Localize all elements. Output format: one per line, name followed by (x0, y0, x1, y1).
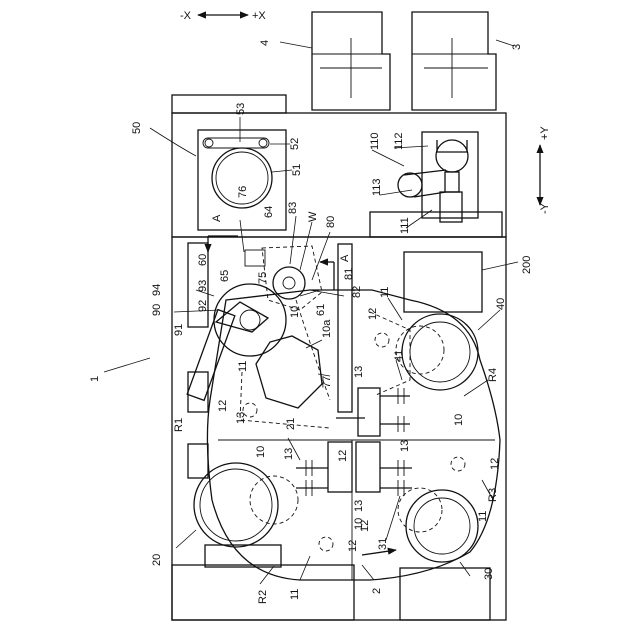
label-61: 61 (315, 304, 327, 316)
left-panel-r1a (188, 372, 208, 412)
label-12-bottom: 12 (347, 540, 359, 552)
label-13-left-upper: 13 (235, 412, 247, 424)
label-77: 77 (321, 376, 333, 388)
label-65: 65 (219, 270, 231, 282)
cassette-3 (412, 12, 496, 110)
dash-circle-2 (375, 333, 389, 347)
label-113: 113 (371, 178, 383, 196)
reference-labels: 1 4 3 50 53 52 51 76 64 83 W 80 110 112 … (89, 40, 533, 604)
label-92: 92 (197, 300, 209, 312)
label-75: 75 (257, 272, 269, 284)
label-83: 83 (287, 202, 299, 214)
robot-41 (358, 388, 410, 436)
axis-indicator-y: +Y -Y (539, 126, 551, 214)
label-R2: R2 (257, 590, 269, 604)
dash-circle-5 (250, 476, 298, 524)
axis-label-y-minus: -Y (539, 202, 551, 214)
label-10a: 10a (321, 319, 333, 338)
label-13-lower: 13 (353, 500, 365, 512)
transfer-chamber-outline (207, 290, 500, 580)
chamber-40 (402, 314, 478, 390)
label-110: 110 (369, 132, 381, 150)
label-12-left: 12 (217, 400, 229, 412)
label-41: 41 (393, 350, 405, 362)
dash-circle-7 (398, 488, 442, 532)
label-81: 81 (343, 268, 355, 280)
label-R3: R3 (487, 488, 499, 502)
label-50: 50 (131, 122, 143, 134)
dash-circle-4 (319, 537, 333, 551)
label-13-left: 13 (283, 448, 295, 460)
label-80: 80 (325, 216, 337, 228)
label-90: 90 (151, 304, 163, 316)
label-12-mid: 12 (337, 450, 349, 462)
chamber-30 (406, 490, 478, 562)
label-31: 31 (377, 538, 389, 550)
label-11-upper-right: 11 (379, 287, 391, 298)
label-10-upper: 10 (289, 306, 301, 318)
axis-label-y-plus: +Y (539, 126, 551, 140)
top-cover-block (172, 95, 286, 113)
label-10-left: 10 (255, 446, 267, 458)
transfer-mechanism (370, 132, 502, 237)
label-30: 30 (483, 568, 495, 580)
label-2: 2 (371, 588, 383, 594)
label-11-left: 11 (237, 361, 249, 372)
label-112: 112 (393, 132, 405, 150)
label-111: 111 (399, 217, 411, 234)
axis-indicator-x: -X +X (180, 10, 266, 22)
label-91: 91 (173, 324, 185, 336)
label-12-right: 12 (489, 458, 501, 470)
label-76: 76 (237, 186, 249, 198)
label-40: 40 (495, 298, 507, 310)
axis-label-x-minus: -X (180, 10, 192, 22)
section-mark-a-top: A (211, 214, 223, 222)
label-R1: R1 (173, 418, 185, 432)
label-R4: R4 (487, 368, 499, 382)
main-housing (172, 237, 506, 620)
label-53: 53 (235, 103, 247, 115)
label-64: 64 (263, 206, 275, 218)
label-11-bottom: 11 (289, 589, 301, 600)
label-W: W (307, 211, 319, 222)
wafer-hex-10a (256, 336, 322, 408)
base-20 (205, 545, 281, 567)
label-13-mid: 13 (399, 440, 411, 452)
label-93: 93 (197, 280, 209, 292)
label-3: 3 (511, 44, 523, 50)
label-94: 94 (151, 284, 163, 296)
chamber-20 (194, 463, 278, 547)
label-51: 51 (291, 164, 303, 176)
label-52: 52 (289, 138, 301, 150)
label-10-right: 10 (453, 414, 465, 426)
bottom-block-right (400, 568, 490, 620)
label-12-lower: 12 (359, 520, 371, 532)
label-60: 60 (197, 254, 209, 266)
label-4: 4 (259, 40, 271, 46)
unit-200 (404, 252, 482, 312)
dash-circle-3 (451, 457, 465, 471)
label-20: 20 (151, 554, 163, 566)
axis-label-x-plus: +X (252, 10, 266, 22)
label-12-upper-right: 12 (367, 308, 379, 320)
left-panel-r1b (188, 444, 208, 478)
label-13-upper: 13 (353, 366, 365, 378)
section-mark-a-right: A (339, 254, 351, 262)
cassette-4 (312, 12, 390, 110)
label-200: 200 (521, 256, 533, 274)
label-21: 21 (285, 418, 297, 430)
label-82: 82 (351, 286, 363, 298)
label-11-right: 11 (477, 511, 489, 522)
label-1: 1 (89, 376, 101, 382)
